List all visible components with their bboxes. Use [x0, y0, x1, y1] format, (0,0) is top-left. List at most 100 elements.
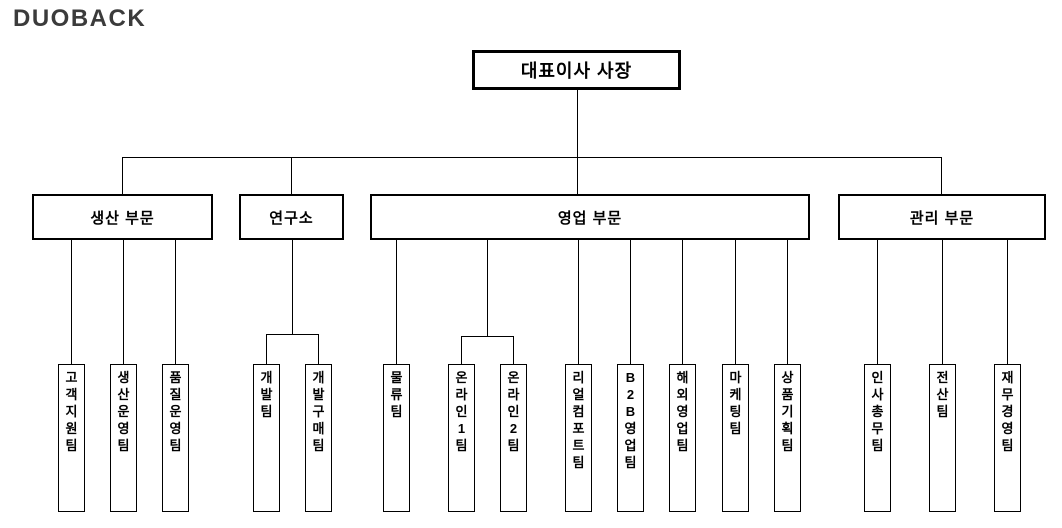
- sales-division-box: 영업 부문: [370, 194, 810, 240]
- team-drop-line: [735, 240, 736, 364]
- team-label-char: 인: [871, 370, 884, 385]
- team-drop-line: [942, 240, 943, 364]
- team-label-char: 리: [572, 370, 585, 385]
- team-label-char: 개: [260, 370, 273, 385]
- team-label-char: 발: [312, 387, 325, 402]
- team-drop-line: [396, 240, 397, 364]
- team-label-char: 기: [781, 404, 794, 419]
- team-label-char: 팀: [169, 438, 182, 453]
- team-label-char: 고: [65, 370, 78, 385]
- admin-division-label: 관리 부문: [909, 209, 975, 227]
- team-drop-line: [1007, 240, 1008, 364]
- team-label-char: 품: [169, 370, 182, 385]
- team-label-char: 팀: [871, 438, 884, 453]
- team-label-char: 총: [871, 404, 884, 419]
- team-label-char: 팀: [572, 455, 585, 470]
- team-label-char: 물: [390, 370, 403, 385]
- team-label-char: B: [625, 404, 636, 419]
- team-label-char: 영: [169, 421, 182, 436]
- team-drop-line: [578, 240, 579, 364]
- team-label-char: 획: [781, 421, 794, 436]
- team-label-char: 상: [781, 370, 794, 385]
- team-label-char: 객: [65, 387, 78, 402]
- trunk-line: [122, 157, 942, 158]
- team-label-char: 영: [1001, 421, 1014, 436]
- team-label-char: 운: [117, 404, 130, 419]
- team-label-char: 외: [676, 387, 689, 402]
- team-drop-line: [71, 240, 72, 364]
- team-label-char: 영: [676, 404, 689, 419]
- team-label-char: 산: [117, 387, 130, 402]
- team-label-char: 해: [676, 370, 689, 385]
- team-label-char: 온: [507, 370, 520, 385]
- admin-division-box: 관리 부문: [838, 194, 1046, 240]
- bracket-stem-line: [292, 240, 293, 334]
- ceo-drop-line: [577, 90, 578, 194]
- team-label-char: 팀: [1001, 438, 1014, 453]
- team-label-char: 생: [117, 370, 130, 385]
- team-label-char: 팀: [260, 404, 273, 419]
- bracket-hline: [461, 336, 514, 337]
- bracket-drop-line: [513, 336, 514, 364]
- team-label-char: 팀: [65, 438, 78, 453]
- bracket-drop-line: [266, 334, 267, 364]
- team-label-char: 재: [1001, 370, 1014, 385]
- team-label-char: 전: [936, 370, 949, 385]
- team-drop-line: [175, 240, 176, 364]
- team-label-char: 마: [729, 370, 742, 385]
- team-label-char: 인: [507, 404, 520, 419]
- team-label-char: 류: [390, 387, 403, 402]
- bracket-hline: [266, 334, 319, 335]
- bracket-stem-line: [487, 240, 488, 336]
- team-label-char: 팀: [781, 438, 794, 453]
- team-label-char: 지: [65, 404, 78, 419]
- team-label-char: 트: [572, 438, 585, 453]
- production-division-box: 생산 부문: [32, 194, 213, 240]
- company-logo: DUOBACK: [13, 5, 147, 32]
- team-label-char: 1: [457, 421, 466, 436]
- team-label-char: 경: [1001, 404, 1014, 419]
- team-label-char: 구: [312, 404, 325, 419]
- team-label-char: 원: [65, 421, 78, 436]
- team-label-char: 케: [729, 387, 742, 402]
- team-label-char: 얼: [572, 387, 585, 402]
- team-label-char: 업: [676, 421, 689, 436]
- division-drop-line: [291, 157, 292, 194]
- team-label-char: 팀: [117, 438, 130, 453]
- division-drop-line: [941, 157, 942, 194]
- sales-division-label: 영업 부문: [557, 209, 623, 227]
- team-label-char: 팀: [455, 438, 468, 453]
- team-label-char: 사: [871, 387, 884, 402]
- team-drop-line: [123, 240, 124, 364]
- research-lab-box: 연구소: [239, 194, 344, 240]
- team-label-char: 팀: [936, 404, 949, 419]
- team-label-char: 질: [169, 387, 182, 402]
- team-drop-line: [787, 240, 788, 364]
- division-drop-line: [122, 157, 123, 194]
- team-drop-line: [877, 240, 878, 364]
